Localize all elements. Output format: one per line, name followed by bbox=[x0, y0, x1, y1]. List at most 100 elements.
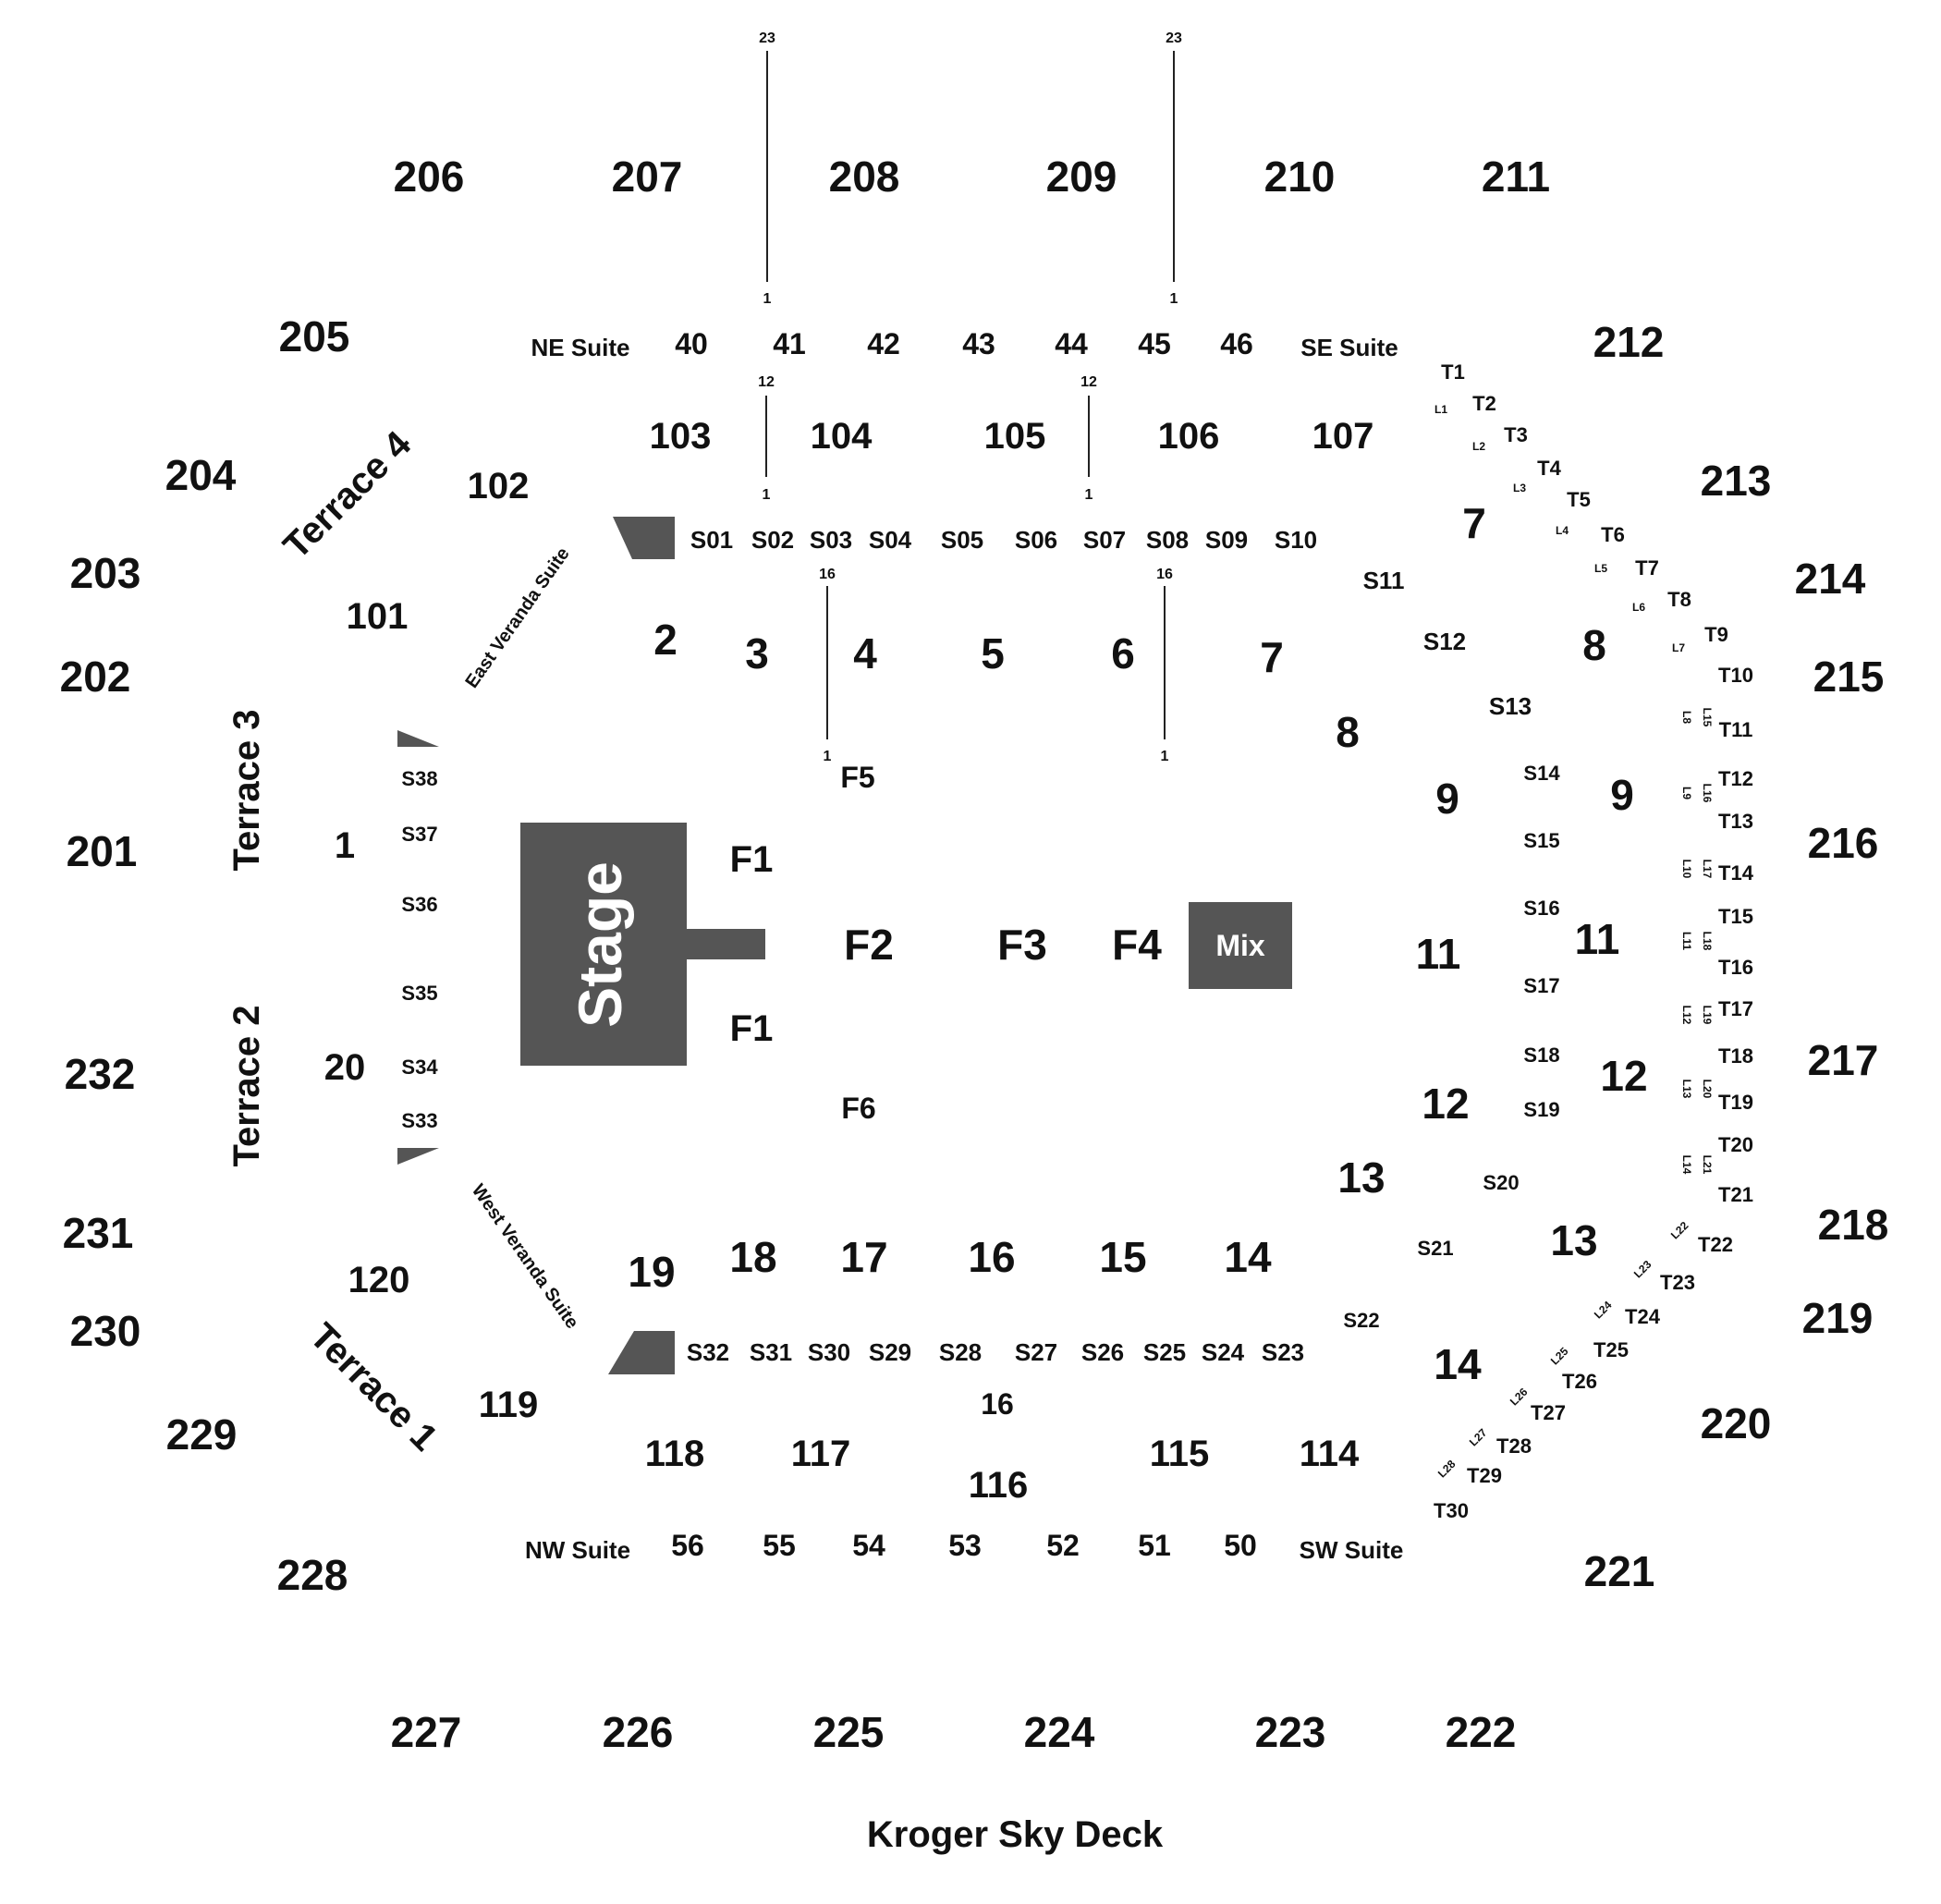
suite-box[interactable]: 42 bbox=[867, 327, 900, 360]
l-section[interactable]: L7 bbox=[1672, 641, 1685, 654]
s-section[interactable]: S28 bbox=[939, 1338, 982, 1366]
section-119[interactable]: 119 bbox=[479, 1385, 539, 1425]
t-section[interactable]: T12 bbox=[1718, 767, 1753, 790]
section-117[interactable]: 117 bbox=[791, 1434, 851, 1474]
t-section[interactable]: T18 bbox=[1718, 1044, 1753, 1068]
sw-suite[interactable]: SW Suite bbox=[1300, 1536, 1404, 1564]
s-section[interactable]: S30 bbox=[808, 1338, 850, 1366]
l-section[interactable]: L16 bbox=[1701, 784, 1714, 803]
t-section[interactable]: T2 bbox=[1472, 392, 1496, 415]
section-229[interactable]: 229 bbox=[166, 1410, 238, 1459]
east-veranda-suite[interactable]: East Veranda Suite bbox=[461, 543, 573, 691]
section-232[interactable]: 232 bbox=[65, 1050, 136, 1098]
t-section[interactable]: T19 bbox=[1718, 1091, 1753, 1114]
t-section[interactable]: T29 bbox=[1467, 1464, 1502, 1487]
s-section[interactable]: S21 bbox=[1417, 1237, 1453, 1260]
s-section[interactable]: S16 bbox=[1523, 897, 1559, 920]
suite-box[interactable]: 53 bbox=[948, 1529, 982, 1562]
s-section[interactable]: S25 bbox=[1143, 1338, 1186, 1366]
t-section[interactable]: T24 bbox=[1625, 1305, 1661, 1328]
section-214[interactable]: 214 bbox=[1795, 555, 1866, 603]
s-section[interactable]: S15 bbox=[1523, 829, 1559, 852]
s-section[interactable]: S35 bbox=[401, 982, 437, 1005]
section-18[interactable]: 18 bbox=[729, 1233, 776, 1281]
suite-box[interactable]: 54 bbox=[852, 1529, 885, 1562]
section-14-right[interactable]: 14 bbox=[1434, 1340, 1482, 1388]
t-section[interactable]: T10 bbox=[1718, 664, 1753, 687]
l-section[interactable]: L6 bbox=[1632, 601, 1645, 614]
s-section[interactable]: S14 bbox=[1523, 762, 1560, 785]
nw-suite[interactable]: NW Suite bbox=[525, 1536, 630, 1564]
l-section[interactable]: L5 bbox=[1594, 562, 1607, 575]
s-section[interactable]: S27 bbox=[1015, 1338, 1057, 1366]
l-section[interactable]: L23 bbox=[1631, 1258, 1654, 1281]
section-5[interactable]: 5 bbox=[981, 629, 1005, 677]
section-208[interactable]: 208 bbox=[829, 153, 900, 201]
suite-box[interactable]: 40 bbox=[675, 327, 708, 360]
outer-section-13[interactable]: 13 bbox=[1550, 1216, 1597, 1264]
s-section[interactable]: S13 bbox=[1489, 692, 1532, 720]
t-section[interactable]: T1 bbox=[1441, 360, 1465, 384]
section-226[interactable]: 226 bbox=[603, 1708, 674, 1756]
section-204[interactable]: 204 bbox=[165, 451, 237, 499]
section-103[interactable]: 103 bbox=[650, 416, 712, 457]
suite-box[interactable]: 51 bbox=[1138, 1529, 1171, 1562]
floor-f1-top[interactable]: F1 bbox=[730, 839, 774, 880]
s-section[interactable]: S08 bbox=[1146, 526, 1189, 554]
l-section[interactable]: L15 bbox=[1701, 708, 1714, 727]
floor-f5[interactable]: F5 bbox=[840, 761, 874, 794]
section-12[interactable]: 12 bbox=[1422, 1080, 1469, 1128]
s-section[interactable]: S02 bbox=[751, 526, 794, 554]
stage[interactable] bbox=[520, 823, 687, 1066]
s-section[interactable]: S34 bbox=[401, 1056, 438, 1079]
section-8[interactable]: 8 bbox=[1336, 708, 1360, 756]
l-section[interactable]: L8 bbox=[1680, 711, 1693, 724]
s-section[interactable]: S32 bbox=[687, 1338, 729, 1366]
s-section[interactable]: S23 bbox=[1262, 1338, 1304, 1366]
s-section[interactable]: S37 bbox=[401, 823, 437, 846]
l-section[interactable]: L18 bbox=[1701, 932, 1714, 951]
floor-f4[interactable]: F4 bbox=[1112, 921, 1162, 969]
l-section[interactable]: L14 bbox=[1680, 1155, 1693, 1175]
section-219[interactable]: 219 bbox=[1802, 1294, 1874, 1342]
t-section[interactable]: T7 bbox=[1635, 556, 1659, 580]
s-section[interactable]: S20 bbox=[1483, 1171, 1519, 1194]
s-section[interactable]: S06 bbox=[1015, 526, 1057, 554]
t-section[interactable]: T11 bbox=[1719, 718, 1753, 741]
section-11[interactable]: 11 bbox=[1416, 930, 1461, 978]
s-section[interactable]: S05 bbox=[941, 526, 983, 554]
s-section[interactable]: S26 bbox=[1081, 1338, 1124, 1366]
l-section[interactable]: L20 bbox=[1701, 1080, 1714, 1099]
section-224[interactable]: 224 bbox=[1024, 1708, 1095, 1756]
t-section[interactable]: T20 bbox=[1718, 1133, 1753, 1156]
section-1[interactable]: 1 bbox=[335, 825, 355, 866]
l-section[interactable]: L3 bbox=[1513, 482, 1526, 494]
outer-section-9[interactable]: 9 bbox=[1610, 771, 1634, 819]
section-7[interactable]: 7 bbox=[1260, 633, 1284, 681]
suite-box[interactable]: 55 bbox=[763, 1529, 796, 1562]
section-210[interactable]: 210 bbox=[1264, 153, 1336, 201]
t-section[interactable]: T6 bbox=[1601, 523, 1625, 546]
floor-f1-bottom[interactable]: F1 bbox=[730, 1008, 774, 1049]
s-section[interactable]: S01 bbox=[690, 526, 733, 554]
section-4[interactable]: 4 bbox=[853, 629, 877, 677]
section-217[interactable]: 217 bbox=[1808, 1036, 1879, 1084]
section-207[interactable]: 207 bbox=[612, 153, 683, 201]
l-section[interactable]: L21 bbox=[1701, 1155, 1714, 1175]
section-13[interactable]: 13 bbox=[1337, 1153, 1385, 1202]
t-section[interactable]: T8 bbox=[1667, 588, 1691, 611]
section-116[interactable]: 116 bbox=[969, 1465, 1029, 1506]
section-118[interactable]: 118 bbox=[645, 1434, 705, 1474]
s-section[interactable]: S12 bbox=[1423, 628, 1466, 655]
terrace-2[interactable]: Terrace 2 bbox=[226, 1006, 267, 1167]
s-section[interactable]: S22 bbox=[1343, 1309, 1379, 1332]
section-216[interactable]: 216 bbox=[1808, 819, 1879, 867]
terrace-3[interactable]: Terrace 3 bbox=[226, 710, 267, 872]
l-section[interactable]: L24 bbox=[1592, 1299, 1615, 1322]
section-106[interactable]: 106 bbox=[1158, 416, 1220, 457]
t-section[interactable]: T4 bbox=[1537, 457, 1561, 480]
terrace-4[interactable]: Terrace 4 bbox=[275, 423, 419, 567]
section-212[interactable]: 212 bbox=[1593, 318, 1665, 366]
section-101[interactable]: 101 bbox=[347, 596, 409, 637]
s-section[interactable]: S33 bbox=[401, 1109, 437, 1132]
